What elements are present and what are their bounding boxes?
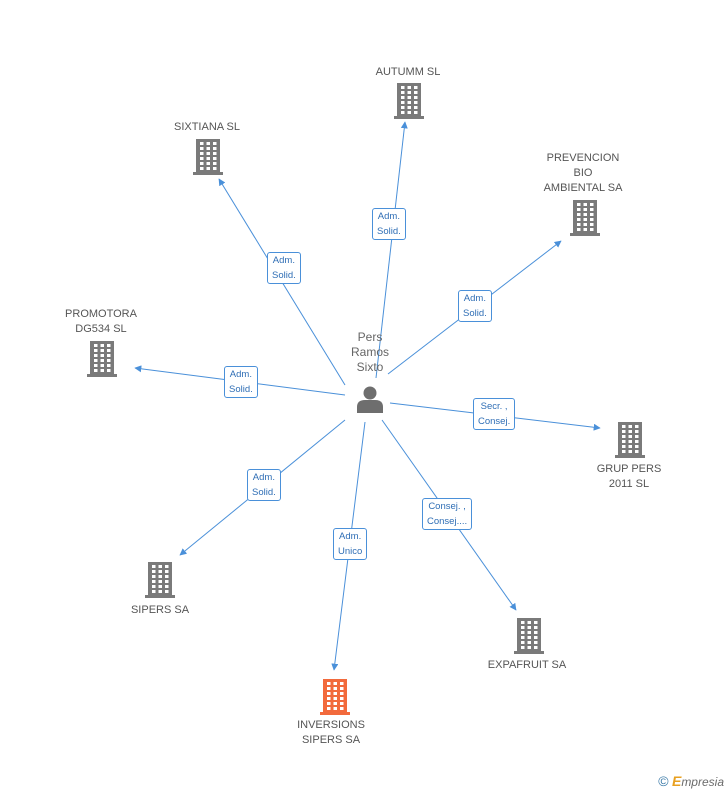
copyright-symbol: © <box>658 773 669 789</box>
company-name-line: EXPAFRUIT SA <box>487 659 567 671</box>
relation-label-sixtiana: Adm. Solid. <box>267 252 301 284</box>
company-label-inversions[interactable]: INVERSIONS SIPERS SA <box>297 718 365 748</box>
building-icon[interactable] <box>193 139 223 180</box>
brand-rest: mpresia <box>681 775 724 789</box>
building-icon[interactable] <box>514 618 544 659</box>
relation-label-expafruit: Consej. , Consej.... <box>422 498 473 530</box>
relation-text: Solid. <box>463 308 487 319</box>
relation-label-autumm: Adm. Solid. <box>372 208 406 240</box>
company-name-line: PREVENCION <box>546 152 620 164</box>
relation-text: Solid. <box>252 487 276 498</box>
relation-text: Consej. , <box>428 501 466 512</box>
company-label-expafruit[interactable]: EXPAFRUIT SA <box>488 658 566 673</box>
company-label-sixtiana[interactable]: SIXTIANA SL <box>174 120 240 135</box>
person-name-line: Sixto <box>356 360 384 374</box>
building-icon[interactable] <box>87 341 117 382</box>
relation-text: Adm. <box>272 255 295 266</box>
company-name-line: INVERSIONS <box>297 719 365 731</box>
relation-text: Unico <box>338 546 363 557</box>
company-label-promotora[interactable]: PROMOTORA DG534 SL <box>65 307 137 337</box>
relation-text: Secr. , <box>480 401 508 412</box>
building-icon[interactable] <box>394 83 424 124</box>
company-name-line: 2011 SL <box>608 478 650 490</box>
company-name-line: DG534 SL <box>75 323 127 335</box>
relation-label-grup-pers: Secr. , Consej. <box>473 398 516 430</box>
relation-text: Adm. <box>339 531 362 542</box>
empresia-watermark: © Empresia <box>658 773 724 789</box>
relation-text: Adm. <box>252 472 275 483</box>
building-icon[interactable] <box>320 679 350 720</box>
relation-text: Solid. <box>377 226 401 237</box>
relation-label-prevencion: Adm. Solid. <box>458 290 492 322</box>
relation-text: Consej. <box>478 416 511 427</box>
relation-label-sipers: Adm. Solid. <box>247 469 281 501</box>
relation-text: Consej.... <box>427 516 468 527</box>
relation-text: Solid. <box>229 384 253 395</box>
company-name-line: SIXTIANA SL <box>173 121 241 133</box>
relation-text: Adm. <box>377 211 400 222</box>
edge-autumm <box>375 121 408 379</box>
company-name-line: AMBIENTAL SA <box>543 182 623 194</box>
company-name-line: SIPERS SA <box>130 604 190 616</box>
company-label-prevencion[interactable]: PREVENCION BIO AMBIENTAL SA <box>544 151 623 196</box>
brand-initial: E <box>671 773 682 789</box>
building-icon[interactable] <box>615 422 645 463</box>
company-name-line: GRUP PERS <box>596 463 662 475</box>
company-name-line: SIPERS SA <box>301 734 361 746</box>
company-label-sipers[interactable]: SIPERS SA <box>131 603 189 618</box>
relation-text: Adm. <box>463 293 486 304</box>
person-name-line: Pers <box>357 330 383 344</box>
person-name-line: Ramos <box>350 345 390 359</box>
company-label-grup-pers[interactable]: GRUP PERS 2011 SL <box>597 462 662 492</box>
building-icon[interactable] <box>145 562 175 603</box>
relation-label-inversions: Adm. Unico <box>333 528 368 560</box>
company-name-line: PROMOTORA <box>65 308 137 320</box>
building-icon[interactable] <box>570 200 600 241</box>
person-icon[interactable] <box>356 385 384 418</box>
relation-text: Solid. <box>272 270 296 281</box>
company-label-autumm[interactable]: AUTUMM SL <box>376 65 441 80</box>
relation-text: Adm. <box>229 369 252 380</box>
company-name-line: BIO <box>573 167 593 179</box>
relation-label-promotora: Adm. Solid. <box>224 366 258 398</box>
company-name-line: AUTUMM SL <box>375 66 441 78</box>
